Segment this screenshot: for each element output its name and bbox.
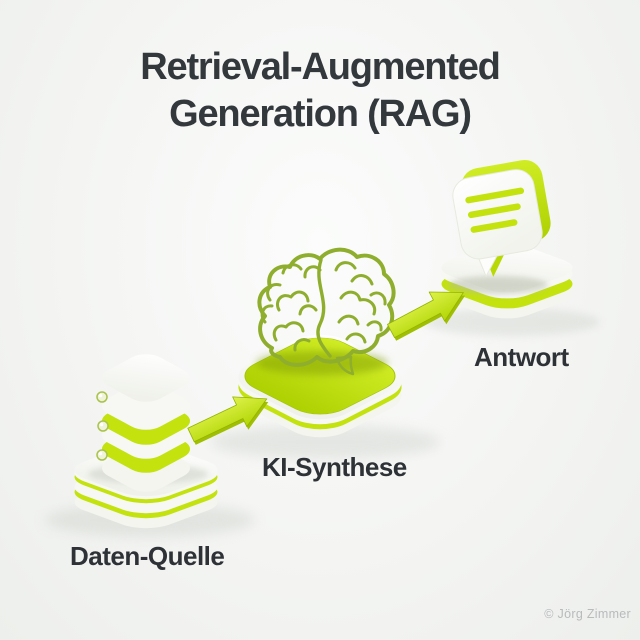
title-line-2: Generation (RAG) bbox=[169, 93, 472, 135]
database-icon bbox=[93, 349, 199, 497]
label-ki-synthese: KI-Synthese bbox=[262, 452, 407, 482]
answer-platform bbox=[429, 239, 585, 323]
bubble-text-lines bbox=[465, 187, 525, 233]
label-antwort: Antwort bbox=[474, 342, 569, 372]
brain-stem bbox=[335, 355, 355, 376]
database-led-lights bbox=[96, 391, 109, 461]
arrow-ai-to-answer bbox=[387, 291, 466, 341]
ai-platform bbox=[223, 326, 417, 446]
arrow-data-to-ai bbox=[187, 396, 269, 445]
title-line-1: Retrieval-Augmented bbox=[140, 46, 501, 88]
page-title: Retrieval-Augmented Generation (RAG) bbox=[0, 44, 640, 138]
speech-bubble-icon bbox=[452, 159, 551, 278]
shadow bbox=[424, 308, 600, 336]
shadow bbox=[210, 425, 440, 459]
label-daten-quelle: Daten-Quelle bbox=[70, 541, 225, 571]
brain-icon bbox=[257, 247, 396, 376]
brain-gyri bbox=[260, 261, 387, 352]
watermark-credit: © Jörg Zimmer bbox=[544, 607, 631, 621]
